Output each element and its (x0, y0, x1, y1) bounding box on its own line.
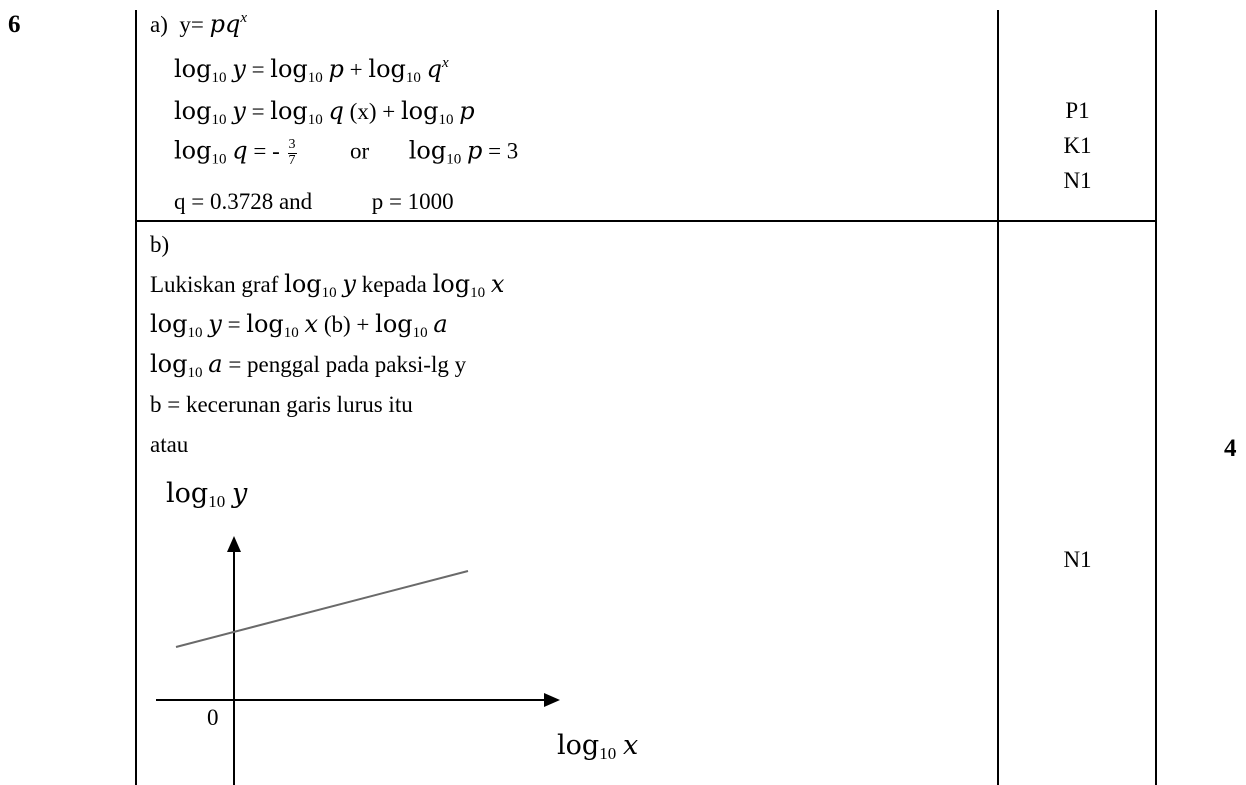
table-right-border (1155, 10, 1157, 785)
part-a-line-3: log10 y = log10 q (x) + log10 p (174, 97, 475, 128)
plotted-line (175, 570, 469, 648)
graph-origin: 0 (207, 705, 219, 730)
y-axis-arrow-icon (227, 536, 241, 552)
part-b-label: b) (150, 232, 170, 257)
part-a-line-2: log10 y = log10 p + log10 qx (174, 55, 449, 86)
part-b-line-1: Lukiskan graf log10 y kepada log10 x (150, 270, 505, 301)
mark-k1: K1 (1063, 133, 1092, 158)
row-divider (135, 220, 1157, 222)
total-marks: 4 (1224, 435, 1237, 462)
table-mid-border (997, 10, 999, 785)
mark-n1-a: N1 (1063, 168, 1092, 193)
part-a-line-5: q = 0.3728 and p = 1000 (174, 189, 454, 214)
part-b-line-5: atau (150, 432, 189, 457)
mark-p1: P1 (1065, 98, 1090, 123)
part-a-label: a) (150, 12, 168, 37)
graph-sketch (156, 536, 560, 785)
mark-n1-b: N1 (1063, 547, 1092, 572)
part-b-line-3: log10 a = penggal pada paksi-lg y (150, 350, 467, 381)
graph-y-label: log10 y (166, 478, 248, 511)
table-left-border (135, 10, 137, 785)
part-b-line-4: b = kecerunan garis lurus itu (150, 392, 413, 417)
x-axis-arrow-icon (544, 693, 560, 707)
graph-x-label: log10 x (557, 730, 639, 763)
part-a-line-1: a) y= pqx (150, 10, 248, 38)
question-number: 6 (8, 11, 21, 38)
part-b-line-2: log10 y = log10 x (b) + log10 a (150, 310, 448, 341)
